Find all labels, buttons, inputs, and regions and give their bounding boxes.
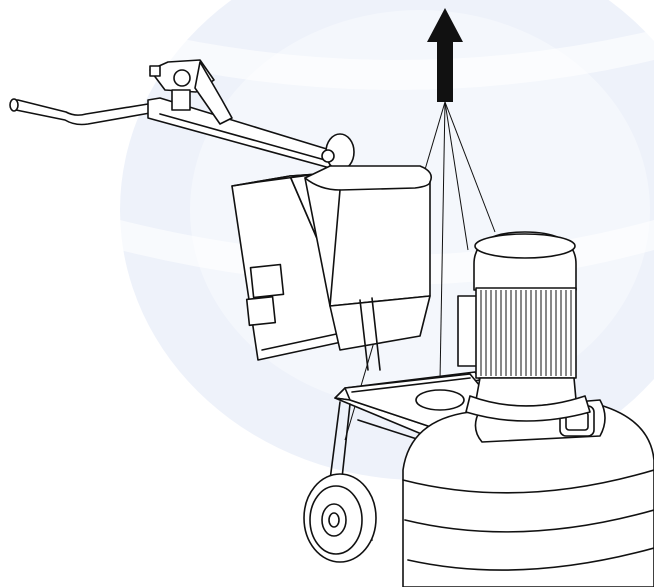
box-handle: [249, 263, 285, 299]
motor-cooling-fins: [480, 290, 572, 376]
handle-arm: [147, 59, 355, 171]
rear-wheel: [303, 473, 377, 563]
grinding-head-cover: [402, 399, 654, 587]
water-tank: [304, 165, 433, 351]
handle-bar: [9, 98, 151, 126]
motor: [415, 231, 591, 422]
arrow-head: [427, 8, 463, 102]
